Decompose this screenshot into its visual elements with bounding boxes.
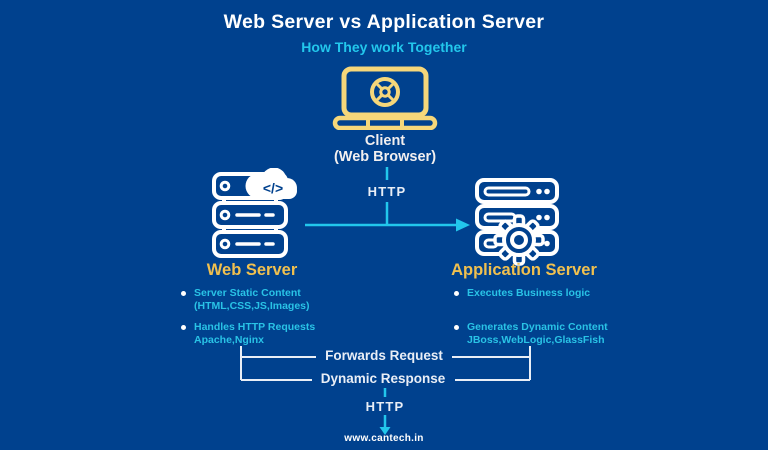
bullet-text: (HTML,CSS,JS,Images) — [194, 299, 310, 312]
bullet-text: JBoss,WebLogic,GlassFish — [467, 333, 605, 346]
right-arrowhead-icon — [456, 218, 470, 232]
bullet-dot-icon — [454, 324, 459, 330]
bullet-dot-icon — [181, 324, 186, 330]
client-name: Client — [364, 133, 406, 149]
web-server-title: Web Server — [206, 261, 298, 279]
bullet-text: Apache,Nginx — [194, 333, 265, 346]
web-server-bullet-list: Server Static Content (HTML,CSS,JS,Image… — [181, 287, 361, 346]
list-item: Generates Dynamic Content JBoss,WebLogic… — [454, 321, 634, 346]
client-http-protocol-label: HTTP — [367, 184, 407, 199]
app-server-title: Application Server — [451, 261, 597, 279]
list-item: Handles HTTP Requests Apache,Nginx — [181, 321, 361, 346]
bullet-text — [467, 300, 590, 313]
laptop-globe-icon — [330, 66, 440, 130]
bullet-text: Handles HTTP Requests — [194, 321, 316, 333]
svg-text:</>: </> — [263, 180, 283, 196]
page-title: Web Server vs Application Server — [223, 11, 545, 33]
bottom-http-protocol-label: HTTP — [365, 399, 405, 414]
list-item: Server Static Content (HTML,CSS,JS,Image… — [181, 287, 361, 312]
down-arrowhead-icon — [379, 427, 391, 435]
dynamic-response-label: Dynamic Response — [320, 371, 446, 386]
page-subtitle: How They work Together — [301, 39, 467, 55]
bullet-text: Server Static Content — [194, 287, 301, 299]
bullet-text: Executes Business logic — [467, 287, 591, 299]
bullet-dot-icon — [454, 290, 459, 296]
cloud-code-icon: </> — [245, 168, 297, 199]
client-sub: (Web Browser) — [333, 148, 437, 165]
gear-icon — [493, 214, 545, 266]
list-item: Executes Business logic — [454, 287, 634, 312]
bullet-dot-icon — [181, 290, 186, 296]
right-bracket-line — [452, 346, 531, 381]
left-bracket-line — [240, 346, 316, 381]
forwards-request-label: Forwards Request — [325, 348, 443, 363]
client-label: Client (Web Browser) — [333, 133, 437, 165]
server-stack-cloud-code-icon: </> — [210, 168, 298, 262]
app-server-bullet-list: Executes Business logic Generates Dynami… — [454, 287, 634, 346]
website-url: www.cantech.in — [344, 433, 424, 444]
server-stack-gear-icon — [474, 178, 566, 266]
bullet-text: Generates Dynamic Content — [467, 321, 608, 333]
